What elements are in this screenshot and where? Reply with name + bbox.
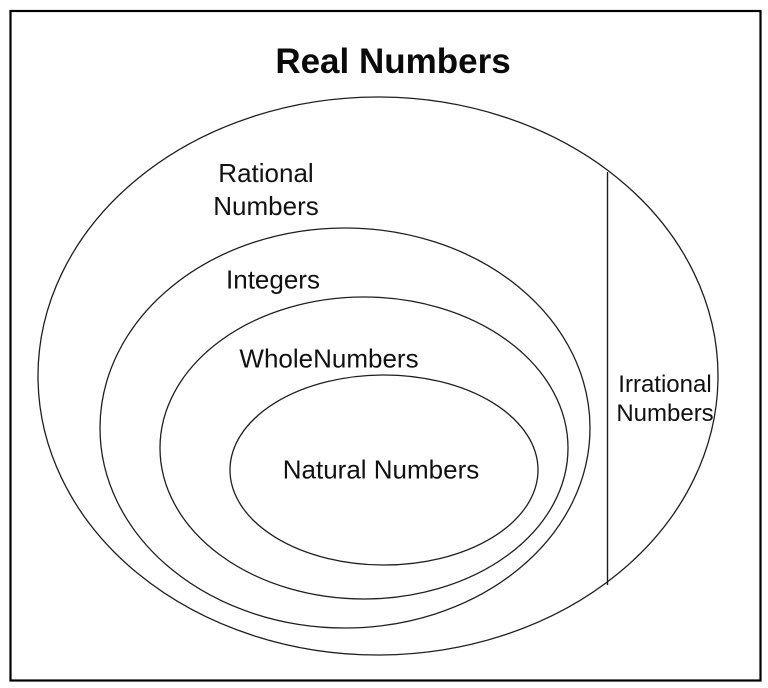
- label-irrational-line2: Numbers: [616, 400, 714, 427]
- ellipse-integers: [159, 296, 569, 600]
- label-rational-line2: Numbers: [213, 191, 319, 221]
- ellipse-rational-numbers: [99, 227, 591, 629]
- diagram-title: Real Numbers: [275, 42, 511, 81]
- ellipse-natural-numbers: [229, 374, 539, 566]
- diagram-border: [9, 9, 762, 682]
- label-integers: Integers: [226, 264, 320, 295]
- label-irrational-line1: Irrational: [618, 371, 712, 398]
- label-rational-line1: Rational: [218, 158, 314, 188]
- label-whole-numbers: WholeNumbers: [239, 343, 419, 374]
- ellipse-real-numbers: [37, 96, 719, 656]
- label-natural-numbers: Natural Numbers: [282, 454, 480, 485]
